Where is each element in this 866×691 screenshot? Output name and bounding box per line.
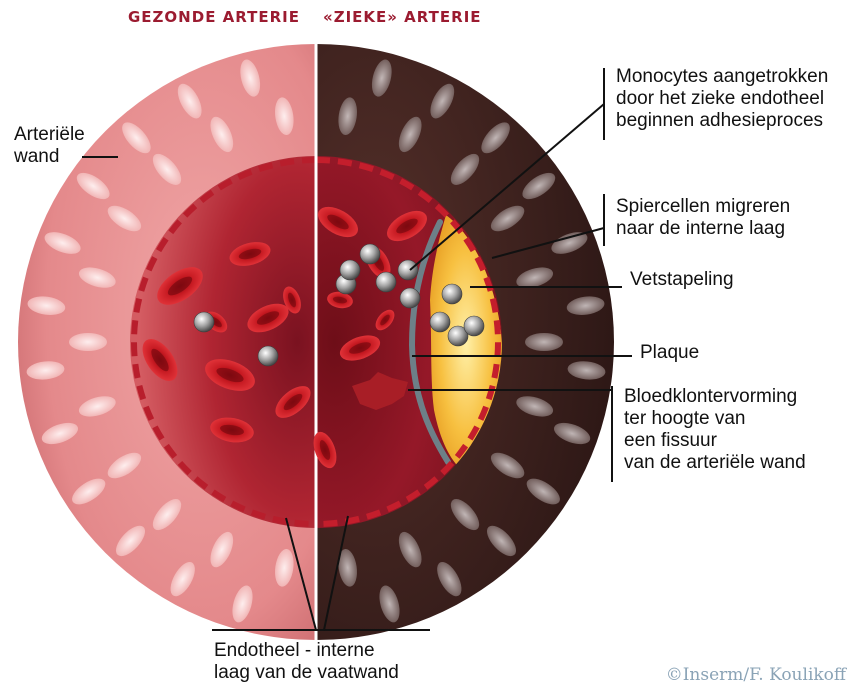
monocyte bbox=[430, 312, 450, 332]
monocyte bbox=[442, 284, 462, 304]
monocyte bbox=[340, 260, 360, 280]
diseased-wall-cell bbox=[525, 333, 563, 351]
monocyte bbox=[464, 316, 484, 336]
monocyte bbox=[398, 260, 418, 280]
label-plaque: Plaque bbox=[640, 342, 699, 364]
label-fat-deposit: Vetstapeling bbox=[630, 269, 734, 291]
monocyte bbox=[376, 272, 396, 292]
monocyte bbox=[258, 346, 278, 366]
healthy-wall-cell bbox=[69, 333, 107, 351]
monocyte bbox=[194, 312, 214, 332]
monocyte bbox=[360, 244, 380, 264]
image-credit: ©Inserm/F. Koulikoff bbox=[666, 665, 846, 685]
monocyte bbox=[400, 288, 420, 308]
